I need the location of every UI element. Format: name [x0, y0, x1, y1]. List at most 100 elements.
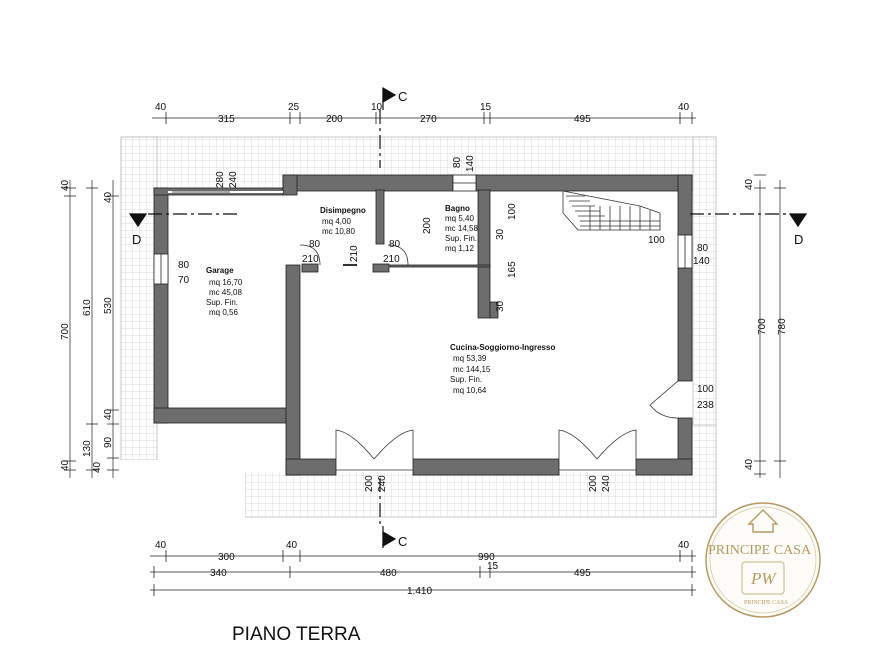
dimension-label: 40: [744, 458, 755, 470]
dimension-label: 40: [286, 540, 298, 551]
dimension-label: 990: [478, 552, 495, 563]
dimension-label: Garage: [206, 266, 234, 275]
dimension-label: mc 45,08: [209, 288, 242, 297]
dimension-label: 200: [588, 475, 599, 492]
section-d-right: D: [794, 232, 803, 247]
dimension-label: Sup. Fin.: [206, 298, 238, 307]
dimension-label: 240: [601, 475, 612, 492]
dimension-label: 300: [218, 552, 235, 563]
dimension-label: 340: [210, 568, 227, 579]
dimension-label: 15: [487, 561, 499, 572]
dimension-label: 40: [744, 178, 755, 190]
dimension-label: 40: [92, 461, 103, 473]
dimension-label: 70: [178, 275, 190, 286]
brand-logo: PRINCIPE CASA PW PRINCIPE CASA: [705, 502, 821, 618]
right-dimensions: 40 700 780 40: [744, 178, 788, 470]
dimension-label: PRINCIPE CASA: [708, 543, 812, 558]
dimension-label: 40: [103, 191, 114, 203]
dimension-label: 80: [309, 239, 321, 250]
dimension-label: 80: [697, 243, 709, 254]
dimension-label: 200: [422, 217, 433, 234]
dimension-label: 315: [218, 114, 235, 125]
dimension-label: 80: [389, 239, 401, 250]
dimension-label: mc 14,58: [445, 224, 478, 233]
dimension-label: mc 10,80: [322, 227, 355, 236]
dimension-label: 210: [383, 254, 400, 265]
dimension-label: 80: [452, 156, 463, 168]
dimension-label: mq 1,12: [445, 244, 474, 253]
dimension-label: mq 5,40: [445, 214, 474, 223]
dimension-label: 610: [82, 299, 93, 316]
dimension-label: 780: [777, 318, 788, 335]
dimension-label: 100: [648, 235, 665, 246]
dimension-label: mc 144,15: [453, 365, 491, 374]
dimension-label: 140: [693, 256, 710, 267]
dimension-label: 240: [228, 171, 239, 188]
dimension-label: 40: [678, 102, 690, 113]
section-d-left: D: [132, 232, 141, 247]
dimension-label: 25: [288, 102, 300, 113]
dimension-label: 10: [371, 102, 383, 113]
dimension-label: 40: [678, 540, 690, 551]
room-label-disimpegno: Disimpegno mq 4,00 mc 10,80: [320, 206, 366, 236]
interior-floor: [121, 189, 688, 517]
dimension-label: 210: [302, 254, 319, 265]
top-dimensions: 40 315 25 200 10 270 15 495 40: [155, 102, 690, 125]
dimension-label: 700: [60, 323, 71, 340]
dimension-label: 40: [155, 540, 167, 551]
dimension-label: PRINCIPE CASA: [744, 600, 789, 606]
bottom-dimensions: 40 300 40 990 40 340 480 15 495 1.410: [155, 540, 690, 597]
dimension-label: mq 0,56: [209, 308, 238, 317]
left-dimensions: 40 700 40 610 130 40 530 40 90 40: [60, 179, 114, 473]
dimension-label: 495: [574, 114, 591, 125]
dimension-label: 40: [103, 408, 114, 420]
dimension-label: Cucina-Soggiorno-Ingresso: [450, 343, 555, 352]
dimension-label: 100: [507, 203, 518, 220]
dimension-label: 80: [178, 260, 190, 271]
room-label-cucina: Cucina-Soggiorno-Ingresso mq 53,39 mc 14…: [450, 343, 555, 395]
dimension-label: mq 4,00: [322, 217, 351, 226]
house-icon: [747, 509, 779, 533]
dimension-label: 40: [60, 459, 71, 471]
dimension-label: 495: [574, 568, 591, 579]
dimension-label: 700: [757, 318, 768, 335]
dimension-label: 270: [420, 114, 437, 125]
dimension-label: 15: [480, 102, 492, 113]
dimension-label: 240: [377, 475, 388, 492]
dimension-label: 480: [380, 568, 397, 579]
dimension-label: 200: [326, 114, 343, 125]
dimension-label: Bagno: [445, 204, 470, 213]
dimension-label: 238: [697, 400, 714, 411]
walls: [153, 174, 693, 476]
dimension-label: PW: [750, 569, 777, 588]
opening-dimensions: 280 240 80 70 80 210 80 210 210 80 140 2…: [178, 155, 714, 492]
windows: [153, 174, 693, 285]
dimension-label: 40: [60, 179, 71, 191]
dimension-label: 165: [507, 261, 518, 278]
dimension-label: mq 10,64: [453, 386, 487, 395]
dimension-label: mq 53,39: [453, 354, 487, 363]
section-c-bottom: C: [398, 534, 407, 549]
stair: [562, 190, 661, 231]
dimension-label: mq 16,70: [209, 278, 243, 287]
dimension-label: Disimpegno: [320, 206, 366, 215]
dimension-label: 210: [349, 245, 360, 262]
dimension-label: 530: [103, 297, 114, 314]
dimension-label: 90: [103, 436, 114, 448]
dimension-label: 200: [364, 475, 375, 492]
dimension-ticks: [64, 112, 786, 596]
doors: [168, 191, 679, 471]
dimension-label: Sup. Fin.: [450, 375, 482, 384]
total-dimension: 1.410: [407, 586, 432, 597]
dimension-label: 30: [495, 300, 506, 312]
page-title: PIANO TERRA: [232, 624, 361, 645]
section-c-top: C: [398, 89, 407, 104]
dimension-label: Sup. Fin.: [445, 234, 477, 243]
dimension-lines: [69, 117, 781, 591]
dimension-label: 140: [465, 155, 476, 172]
dimension-label: 30: [495, 228, 506, 240]
room-label-garage: Garage mq 16,70 mc 45,08 Sup. Fin. mq 0,…: [206, 266, 243, 317]
dimension-label: 40: [155, 102, 167, 113]
dimension-label: 100: [697, 384, 714, 395]
